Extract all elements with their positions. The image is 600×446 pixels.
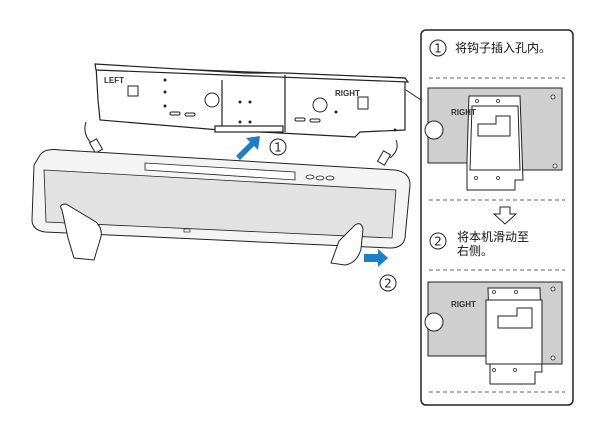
svg-text:2: 2 (384, 277, 392, 291)
step-1: 1 将钩子插入孔内。 (429, 39, 551, 57)
step-1-text: 将钩子插入孔内。 (455, 41, 551, 55)
hands (60, 203, 364, 266)
detail-right-label-2: RIGHT (451, 300, 476, 309)
marker-2: 2 (379, 274, 397, 292)
svg-text:1: 1 (274, 141, 282, 155)
detail-right-label-1: RIGHT (451, 108, 476, 117)
step-2-text-line2: 右侧。 (457, 243, 493, 258)
step-2-text-line1: 将本机滑动至 (457, 230, 529, 244)
marker-1: 1 (269, 138, 287, 156)
svg-text:1: 1 (434, 42, 442, 56)
step-2: 2 将本机滑动至 右侧。 (429, 230, 529, 258)
bracket-left-label: LEFT (104, 76, 124, 85)
hook-left (84, 121, 104, 154)
arrow-up-right-icon (236, 136, 260, 160)
wall-bracket (94, 63, 410, 138)
detail-image-2 (424, 281, 563, 385)
svg-text:2: 2 (434, 235, 442, 249)
arrow-right-icon (364, 249, 388, 267)
instruction-panel: RIGHT RIGHT (405, 29, 574, 406)
hook-right (376, 139, 398, 166)
soundbar (31, 149, 411, 249)
bracket-right-label: RIGHT (335, 89, 360, 98)
detail-image-1 (424, 87, 563, 191)
arrow-down-icon (492, 206, 518, 225)
